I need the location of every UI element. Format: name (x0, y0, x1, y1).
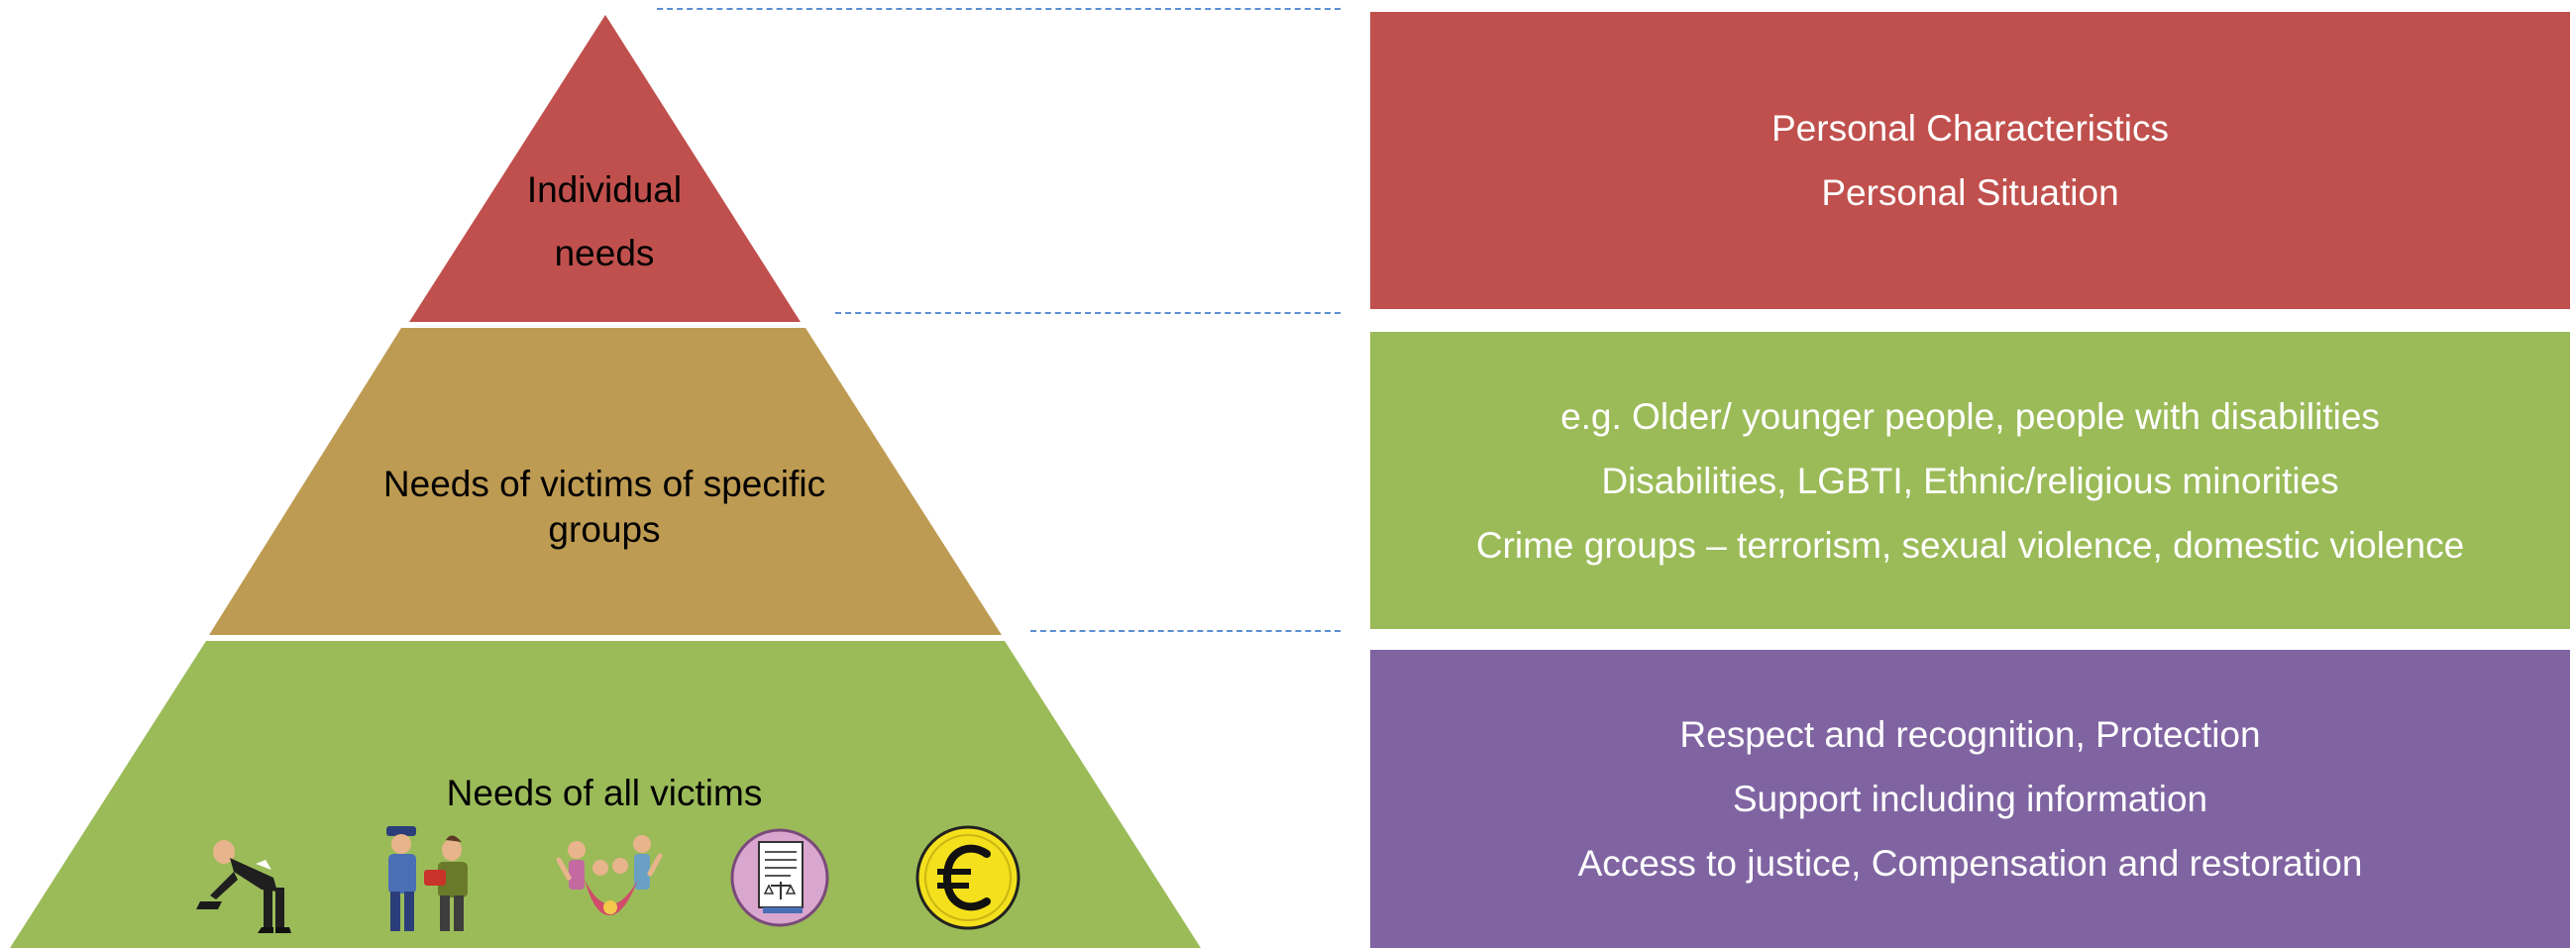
tier-label-all-victims: Needs of all victims (297, 771, 912, 816)
euro-coin-icon (913, 820, 1022, 935)
bowing-person-icon (194, 820, 303, 935)
family-group-icon (555, 820, 664, 935)
description-box-specific-groups: e.g. Older/ younger people, people with … (1370, 332, 2570, 629)
box-text-line: Access to justice, Compensation and rest… (1577, 843, 2363, 884)
box-text-line: Disabilities, LGBTI, Ethnic/religious mi… (1601, 460, 2339, 501)
pyramid-tier-specific-groups (209, 328, 1002, 635)
tier-label-line: Needs of all victims (446, 773, 763, 813)
tier-label-line: groups (548, 509, 661, 551)
tier-label-specific-groups: Needs of victims of specific groups (258, 462, 951, 554)
tier-label-individual-needs: Individual needs (406, 158, 803, 285)
pyramid-tier-individual-needs (409, 15, 801, 322)
tier-label-line: needs (554, 233, 655, 273)
police-officer-icon (375, 820, 483, 935)
tier-label-line: Needs of victims of specific (382, 464, 826, 504)
box-text-line: Support including information (1732, 779, 2208, 819)
box-text-line: Respect and recognition, Protection (1679, 714, 2261, 755)
box-text-line: Crime groups – terrorism, sexual violenc… (1475, 524, 2465, 566)
box-text-line: Personal Situation (1821, 172, 2119, 213)
pyramid-tier-all-victims (10, 641, 1201, 948)
description-box-individual: Personal Characteristics Personal Situat… (1370, 12, 2570, 309)
dashed-connector-middle (835, 312, 1341, 314)
legal-document-icon (725, 820, 834, 935)
dashed-connector-top (657, 8, 1341, 10)
tier-label-line: Individual (526, 169, 683, 210)
dashed-connector-bottom (1030, 630, 1341, 632)
description-box-all-victims: Respect and recognition, Protection Supp… (1370, 650, 2570, 948)
box-text-line: Personal Characteristics (1771, 108, 2169, 149)
needs-pyramid (10, 15, 1201, 948)
box-text-line: e.g. Older/ younger people, people with … (1560, 395, 2380, 437)
